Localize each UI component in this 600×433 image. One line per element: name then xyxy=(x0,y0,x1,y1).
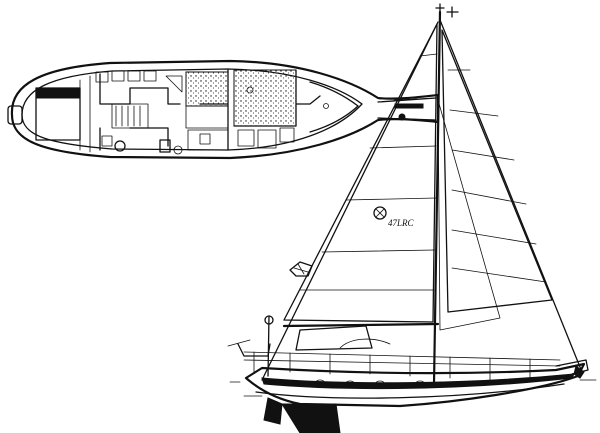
mainsail xyxy=(283,23,438,323)
appliance-4 xyxy=(143,70,157,82)
galley-sink xyxy=(173,145,183,155)
stanchions xyxy=(253,351,531,381)
aft-lazarette xyxy=(79,75,91,153)
forestay xyxy=(439,19,583,373)
v-berth xyxy=(309,81,359,133)
profile-view: 47LRC xyxy=(227,3,597,433)
mainsail-battens xyxy=(299,53,438,291)
portholes xyxy=(315,379,425,386)
headsail-seams xyxy=(447,69,547,283)
forward-berth xyxy=(233,69,297,127)
bimini xyxy=(295,325,373,351)
forward-bulkhead xyxy=(233,69,321,127)
appliance-3 xyxy=(127,70,141,82)
bowsprit xyxy=(377,97,437,121)
saloon-table xyxy=(185,71,229,107)
staysail xyxy=(437,99,501,331)
mizzen-radar-dome xyxy=(264,315,274,325)
appliance-1 xyxy=(95,71,109,83)
nav-station xyxy=(111,103,149,129)
saloon-settee-stbd xyxy=(187,129,229,151)
porthole xyxy=(315,379,325,385)
mainmast xyxy=(432,10,442,386)
sail-emblem-icon xyxy=(373,206,387,220)
main-boom xyxy=(282,322,440,328)
forward-fixture xyxy=(246,86,254,94)
anchor-roller xyxy=(394,103,424,109)
ensign-flag xyxy=(289,261,313,277)
headsail xyxy=(441,29,553,313)
rudder xyxy=(263,397,283,425)
waterline xyxy=(229,379,597,397)
corner-unit xyxy=(165,75,183,93)
windlass-icon xyxy=(398,113,406,121)
forward-locker-3 xyxy=(279,127,295,143)
helm xyxy=(7,105,23,125)
porthole xyxy=(375,380,385,386)
cockpit-seat xyxy=(35,87,81,99)
boot-stripe xyxy=(255,383,565,399)
sail-insignia: 47LRC xyxy=(388,218,415,228)
plan-inner-hull xyxy=(21,68,363,151)
appliance-2 xyxy=(111,70,125,82)
keel xyxy=(281,403,341,433)
aft-arch xyxy=(237,343,271,357)
hull xyxy=(244,362,586,408)
saloon-divider xyxy=(199,69,229,151)
v-berth-fixture xyxy=(323,103,329,109)
ensign-flag-cross xyxy=(293,263,309,275)
interior-plan xyxy=(7,59,440,160)
dodger xyxy=(339,338,391,349)
aft-head-toilet xyxy=(114,140,126,152)
hull-sheer-stripe xyxy=(261,373,575,390)
companionway-steps xyxy=(115,105,141,127)
saloon-settee-port xyxy=(185,105,229,129)
radar-antenna xyxy=(227,339,251,347)
bow-anchor-icon xyxy=(573,365,585,379)
aft-head-sink xyxy=(101,135,113,147)
sail-emblem-mark xyxy=(375,208,385,218)
galley-stove xyxy=(159,139,171,153)
forward-locker-2 xyxy=(257,129,277,149)
porthole xyxy=(345,380,355,386)
saloon-cabinet xyxy=(199,133,211,145)
masthead-fitting xyxy=(435,3,459,18)
forward-locker-1 xyxy=(237,129,255,147)
lifelines xyxy=(243,351,561,367)
porthole xyxy=(415,380,425,386)
